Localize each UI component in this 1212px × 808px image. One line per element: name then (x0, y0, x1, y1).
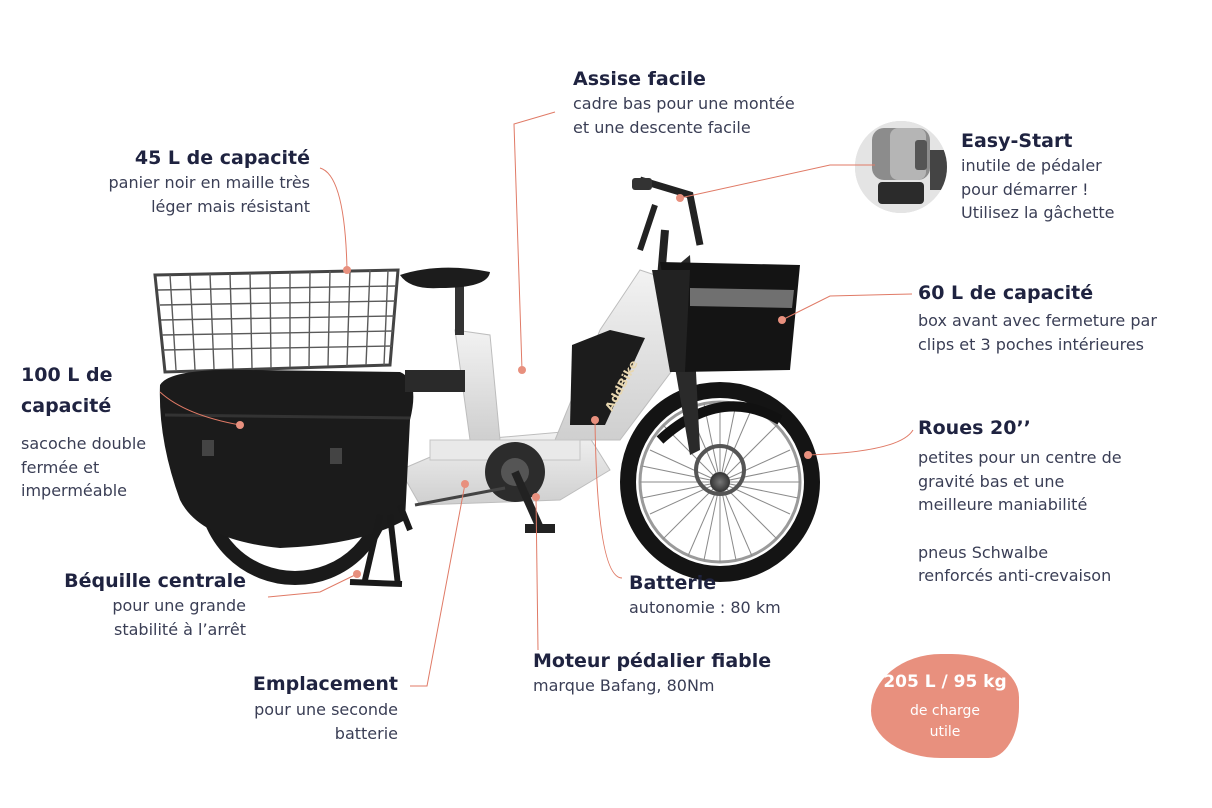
annotation-line: gravité bas et une (918, 471, 1065, 491)
annotation-title: Emplacement (252, 673, 398, 695)
annotation-line: autonomie : 80 km (629, 598, 781, 617)
rear-basket (153, 268, 400, 374)
annotation-line: clips et 3 poches intérieures (918, 334, 1144, 354)
annotation-line: pour démarrer ! (961, 179, 1089, 199)
annotation-assise: Assise facile cadre bas pour une montée … (573, 66, 795, 139)
annotation-line: stabilité à l’arrêt (114, 619, 246, 639)
front-wheel (620, 382, 820, 582)
leader-lines (159, 111, 914, 687)
annotation-line: pour une grande (112, 596, 246, 615)
annotation-line: inutile de pédaler (961, 156, 1102, 175)
front-box (652, 262, 800, 372)
annotation-line: cadre bas pour une montée (573, 94, 795, 113)
annotation-line: fermée et (21, 457, 100, 477)
annotation-title: Moteur pédalier fiable (533, 650, 772, 672)
annotation-title: Béquille centrale (64, 570, 246, 592)
annotation-title: 45 L de capacité (134, 147, 310, 169)
annotation-moteur: Moteur pédalier fiable marque Bafang, 80… (533, 648, 771, 698)
annotation-easy-start: Easy-Start inutile de pédaler pour démar… (961, 128, 1114, 225)
annotation-line: pneus Schwalbe (918, 542, 1049, 562)
annotation-title: capacité (21, 395, 112, 417)
annotation-line: marque Bafang, 80Nm (533, 676, 715, 695)
annotation-sacoche: 100 L de capacité sacoche double fermée … (21, 360, 146, 503)
annotation-line: batterie (334, 723, 398, 743)
annotation-line: renforcés anti-crevaison (918, 566, 1112, 585)
annotation-roues: Roues 20’’ petites pour un centre de gra… (918, 415, 1122, 588)
annotation-title: 100 L de (21, 364, 113, 386)
annotation-line: pour une seconde (254, 700, 398, 719)
annotation-line: imperméable (21, 481, 128, 500)
annotation-bequille: Béquille centrale pour une grande stabil… (20, 568, 246, 641)
badge-label: de charge utile (909, 703, 981, 740)
annotation-line: et une descente facile (573, 117, 751, 137)
annotation-title: Assise facile (573, 68, 706, 90)
annotation-title: Easy-Start (961, 130, 1073, 152)
annotation-emplacement: Emplacement pour une seconde batterie (150, 671, 398, 745)
annotation-title: Roues 20’’ (918, 417, 1031, 439)
annotation-line: panier noir en maille très (108, 173, 311, 192)
annotation-batterie: Batterie autonomie : 80 km (629, 570, 781, 620)
annotation-title: Batterie (629, 572, 717, 594)
annotation-panier: 45 L de capacité panier noir en maille t… (60, 145, 311, 218)
annotation-line: sacoche double (21, 434, 147, 453)
annotation-line (918, 517, 1122, 541)
annotation-box: 60 L de capacité box avant avec fermetur… (918, 280, 1157, 356)
annotation-line: Utilisez la gâchette (961, 203, 1115, 222)
annotation-line: léger mais résistant (151, 196, 310, 216)
rear-panniers (159, 369, 465, 548)
annotation-title: 60 L de capacité (918, 282, 1094, 304)
annotation-line: meilleure maniabilité (918, 495, 1088, 514)
annotation-line: petites pour un centre de (918, 448, 1122, 467)
annotation-line: box avant avec fermeture par (918, 311, 1157, 330)
leader-dots (236, 194, 812, 578)
easy-start-inset (855, 121, 947, 213)
badge-value: 205 L / 95 kg (883, 672, 1007, 692)
bike-frame: AddBike (399, 176, 704, 533)
payload-badge: 205 L / 95 kg de charge utile (871, 654, 1019, 758)
kickstand (349, 503, 413, 587)
